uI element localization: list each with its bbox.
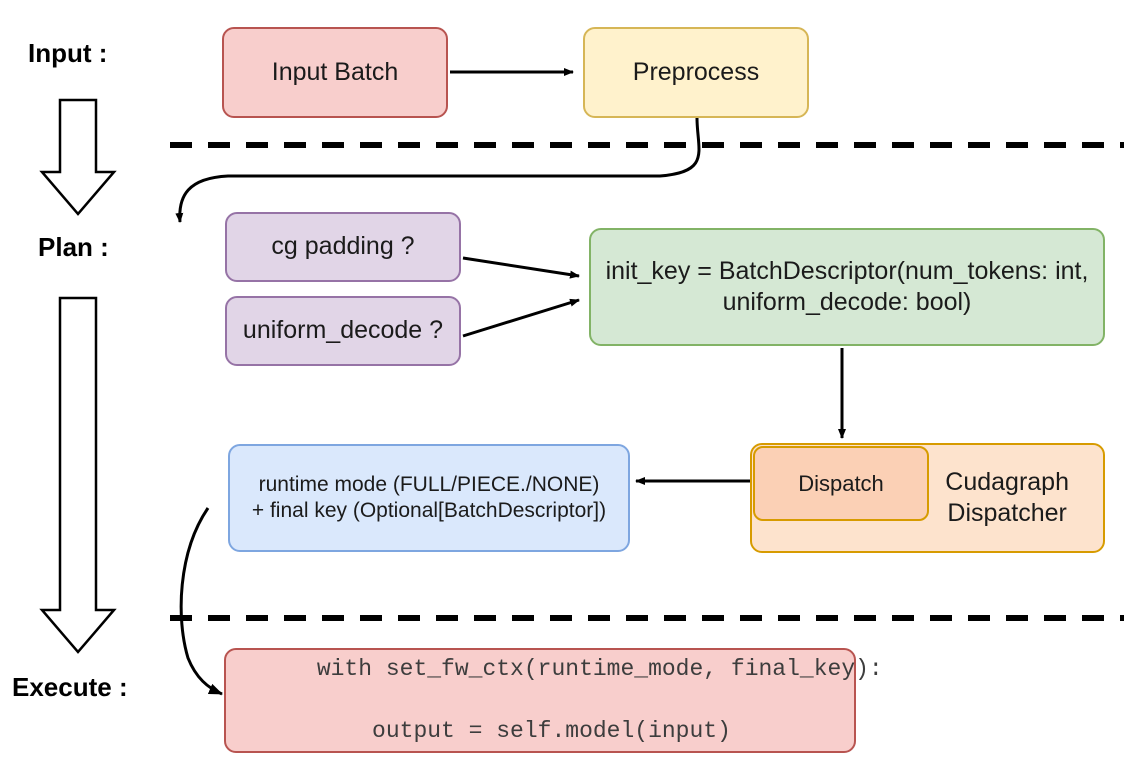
node-cudagraph-dispatcher-text: Cudagraph Dispatcher bbox=[945, 467, 1069, 530]
flow-arrow-plan-to-execute bbox=[39, 296, 117, 654]
stage-label-input: Input : bbox=[28, 38, 108, 68]
node-dispatch[interactable]: Dispatch bbox=[753, 446, 929, 521]
node-preprocess-label: Preprocess bbox=[632, 57, 760, 86]
node-code-block[interactable]: with set_fw_ctx(runtime_mode, final_key)… bbox=[224, 648, 883, 753]
node-code-text: with set_fw_ctx(runtime_mode, final_key)… bbox=[234, 623, 883, 770]
node-runtime-mode[interactable]: runtime mode (FULL/PIECE./NONE) + final … bbox=[228, 444, 630, 552]
node-input-batch-label: Input Batch bbox=[271, 57, 399, 86]
node-init-key[interactable]: init_key = BatchDescriptor(num_tokens: i… bbox=[589, 228, 1105, 346]
edge-uniform-decode-to-init-key bbox=[462, 298, 580, 338]
node-code-line1: with set_fw_ctx(runtime_mode, final_key)… bbox=[316, 655, 883, 682]
node-cg-padding[interactable]: cg padding ? bbox=[225, 212, 461, 282]
flow-arrow-input-to-plan bbox=[39, 98, 117, 216]
node-init-key-line1: init_key = BatchDescriptor(num_tokens: i… bbox=[605, 256, 1089, 285]
node-input-batch[interactable]: Input Batch bbox=[222, 27, 448, 118]
stage-label-plan: Plan : bbox=[38, 232, 109, 262]
node-init-key-line2: uniform_decode: bool) bbox=[722, 288, 972, 316]
edge-preprocess-to-cg-padding bbox=[175, 117, 701, 223]
node-uniform-decode[interactable]: uniform_decode ? bbox=[225, 296, 461, 366]
node-runtime-mode-line2: + final key (Optional[BatchDescriptor]) bbox=[251, 499, 607, 522]
node-uniform-decode-label: uniform_decode ? bbox=[242, 316, 444, 345]
node-code-line2: output = self.model(input) bbox=[316, 718, 731, 745]
node-cudagraph-dispatcher-line2: Dispatcher bbox=[947, 499, 1067, 527]
edge-cg-padding-to-init-key bbox=[462, 256, 580, 279]
node-init-key-text: init_key = BatchDescriptor(num_tokens: i… bbox=[606, 256, 1089, 319]
stage-label-execute: Execute : bbox=[12, 672, 128, 702]
node-preprocess[interactable]: Preprocess bbox=[583, 27, 809, 118]
node-runtime-mode-line1: runtime mode (FULL/PIECE./NONE) bbox=[258, 472, 600, 496]
node-cg-padding-label: cg padding ? bbox=[271, 232, 415, 261]
edge-runtime-mode-to-code bbox=[179, 507, 223, 696]
node-dispatch-label: Dispatch bbox=[798, 470, 884, 496]
node-cudagraph-dispatcher-line1: Cudagraph bbox=[945, 467, 1069, 496]
node-runtime-mode-text: runtime mode (FULL/PIECE./NONE) + final … bbox=[252, 472, 606, 525]
